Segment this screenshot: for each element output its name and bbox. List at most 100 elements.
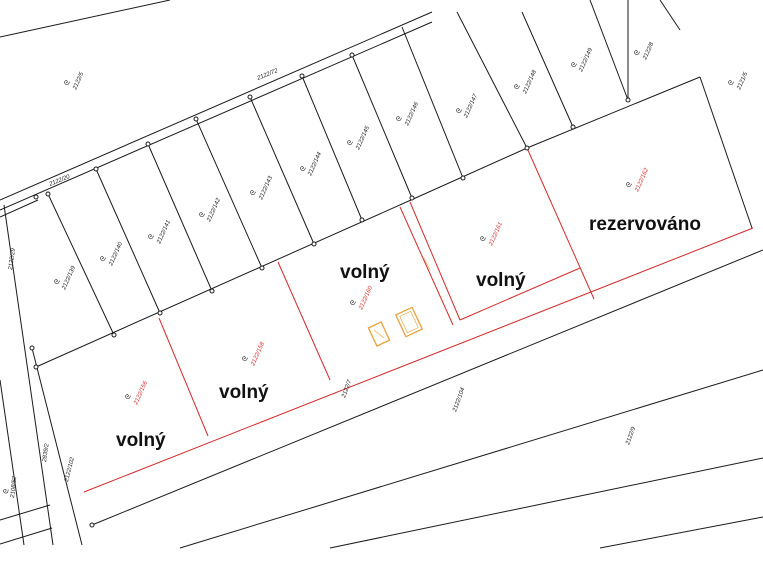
survey-point (570, 124, 576, 130)
building-small (367, 321, 391, 347)
parcel-number: 2839/2 (42, 443, 51, 464)
plot-boundary (277, 261, 331, 381)
survey-point (89, 522, 95, 528)
garden-symbol: ᘓ (455, 107, 464, 115)
parcel-number: 2122/148 (522, 69, 538, 96)
plot-boundary (526, 147, 595, 300)
parcel-divider (659, 0, 681, 31)
garden-symbol: ᘓ (479, 235, 488, 243)
survey-point (524, 145, 530, 151)
parcel-number: 2122/7 (341, 379, 353, 400)
garden-symbol: ᘓ (513, 83, 522, 91)
survey-point (33, 364, 39, 370)
parcel-divider (456, 11, 528, 149)
garden-symbol: ᘓ (625, 181, 634, 189)
survey-point (33, 194, 39, 200)
parcel-number: 2122/144 (307, 151, 323, 178)
survey-point (29, 345, 35, 351)
parcel-number: 2122/104 (452, 386, 467, 413)
plot-boundary (83, 227, 754, 493)
garden-symbol: ᘓ (349, 299, 358, 307)
boundary-line (0, 504, 51, 521)
garden-symbol: ᘓ (198, 211, 207, 219)
survey-point (157, 310, 163, 316)
road-edge (329, 457, 763, 549)
parcel-number: 2122/5 (72, 71, 86, 92)
parcel-number: 2122/147 (463, 93, 479, 120)
parcel-number: 2122/102 (64, 456, 76, 483)
survey-point (311, 241, 317, 247)
survey-points (29, 52, 631, 528)
status-label-2122-158: volný (219, 382, 269, 403)
garden-symbol: ᘓ (147, 233, 156, 241)
boundary-lines (0, 0, 763, 549)
road-edge (91, 249, 763, 526)
survey-point (209, 288, 215, 294)
boundary-line (0, 527, 53, 545)
garden-symbol: ᘓ (299, 165, 308, 173)
survey-point (111, 332, 117, 338)
parcel-divider (351, 54, 413, 199)
garden-symbol: ᘓ (346, 139, 355, 147)
land-use-symbols: ᘓ ᘓ ᘓ ᘓ ᘓ ᘓ ᘓ ᘓ ᘓ ᘓ ᘓ ᘓ ᘓ ᘓ ᘓ ᘓ ᘓ ᘓ ᘓ ᘓ (2, 49, 736, 494)
road-edge (599, 516, 763, 549)
plot-status-labels: volný volný volný volný rezervováno (116, 214, 701, 451)
survey-point (45, 191, 51, 197)
garden-symbol: ᘓ (395, 115, 404, 123)
garden-symbol: ᘓ (124, 393, 133, 401)
parcel-number: 2122/143 (258, 175, 274, 202)
parcel-number: 2122/9 (625, 426, 637, 447)
parcel-divider (521, 11, 574, 128)
survey-point (625, 97, 631, 103)
status-label-2122-161: volný (476, 270, 526, 291)
plot-boundary (399, 206, 454, 326)
boundary-line (0, 0, 171, 38)
parcel-divider (47, 193, 115, 336)
building-large (394, 306, 424, 338)
parcel-number: 2122/8 (642, 41, 656, 62)
plot-boundary (158, 317, 209, 437)
parcel-number: 2122/141 (156, 220, 172, 246)
boundary-line (0, 21, 433, 211)
road-edge (179, 369, 763, 549)
boundary-line (35, 76, 701, 368)
survey-point (193, 116, 199, 122)
garden-symbol: ᘓ (53, 278, 62, 286)
garden-symbol: ᘓ (570, 61, 579, 69)
parcel-number: 2122/145 (355, 125, 371, 152)
road-edge (3, 204, 54, 546)
garden-symbol: ᘓ (249, 189, 258, 197)
survey-point (359, 217, 365, 223)
boundary-line (0, 379, 25, 546)
boundary-line (699, 76, 753, 229)
parcel-number: 2122/139 (61, 265, 77, 292)
parcel-divider (301, 75, 363, 221)
parcel-number: 2122/140 (108, 241, 124, 268)
building-marker (423, 257, 431, 271)
status-label-2122-156: volný (116, 430, 166, 451)
garden-symbol: ᘓ (241, 355, 250, 363)
buildings (367, 257, 431, 347)
status-label-2122-162: rezervováno (589, 214, 701, 235)
parcel-number: 2108/82 (10, 475, 18, 499)
parcel-number: 2122/146 (404, 101, 420, 128)
plot-boundaries (83, 147, 754, 493)
garden-symbol: ᘓ (2, 488, 10, 494)
survey-point (247, 94, 253, 100)
parcel-number: 2122/161 (488, 222, 504, 248)
parcel-number: 2122/162 (634, 167, 650, 194)
survey-point (145, 141, 151, 147)
survey-point (409, 195, 415, 201)
plot-boundary (459, 267, 581, 321)
parcel-number: 2122/149 (578, 47, 594, 74)
garden-symbol: ᘓ (99, 255, 108, 263)
meadow-symbol: ᘓ (63, 79, 72, 87)
parcel-divider (589, 0, 629, 101)
parcel-divider (147, 143, 213, 292)
parcel-number: 2121/5 (736, 71, 750, 92)
boundary-line (0, 199, 39, 218)
parcel-number: 2122/29 (8, 247, 17, 271)
parcel-number: 2122/20 (48, 174, 72, 188)
survey-point (259, 265, 265, 271)
